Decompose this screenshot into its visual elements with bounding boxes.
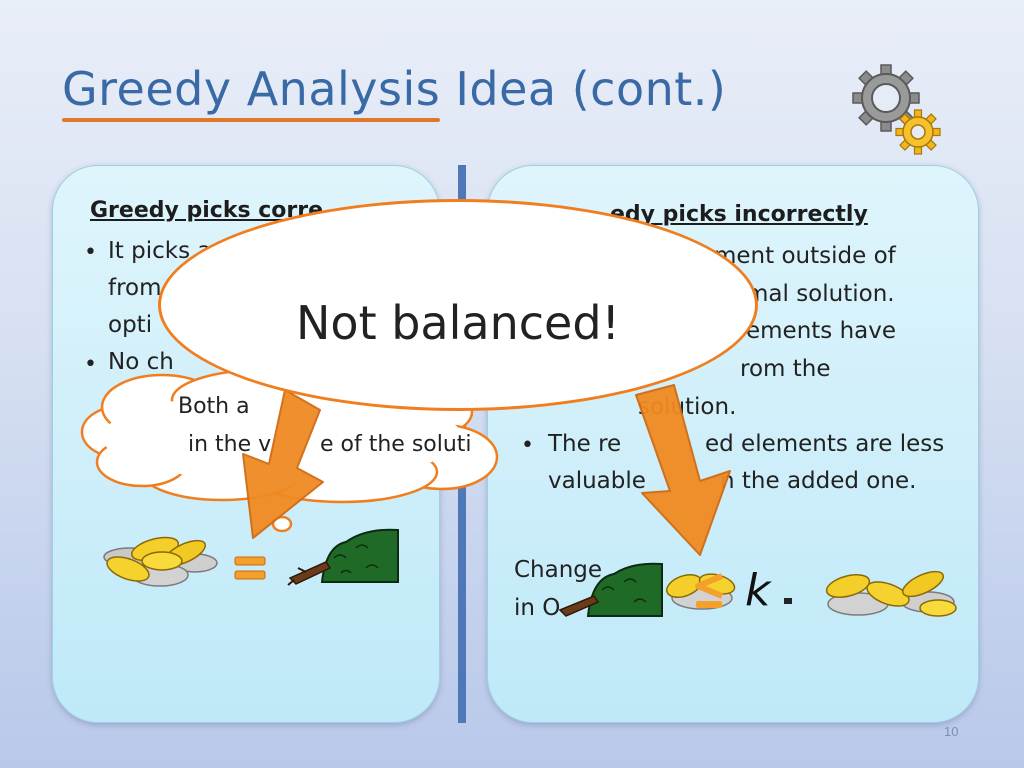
tree-icon [558,562,663,617]
title-underline [62,118,440,122]
right-line-4: rom the [740,356,831,382]
change-label-1: Change [514,557,603,583]
coins-icon [825,570,957,617]
k-symbol: k [745,565,771,616]
left-line-2: from [108,275,162,301]
thought-line-1: Both a [178,394,250,419]
bullet-dot: • [84,352,97,377]
bullet-dot: • [521,433,534,458]
right-line-3: ements have [746,318,897,344]
right-bullet2-line-3: valuable [548,468,646,494]
page-number: 10 [944,724,959,739]
left-line-3: opti [108,312,153,338]
multiply-dot [784,598,792,604]
bullet-dot: • [84,240,97,265]
tree-icon [287,528,399,586]
gear-icon [852,64,941,155]
right-line-2: mal solution. [746,281,895,307]
right-bullet2-line-2: ed elements are less [705,431,945,457]
thought-line-2: in the v [188,432,272,457]
callout-text: Not balanced! [296,296,620,350]
change-label-2: in O [514,595,561,621]
arrow-icon [635,384,731,556]
right-bullet2-line-4: n the added one. [720,468,917,494]
coins-icon [103,536,218,587]
slide-title: Greedy Analysis Idea (cont.) [62,62,727,116]
callout-oval [158,199,758,411]
right-bullet2-line-1: The re [548,431,622,457]
arrow-icon [242,389,324,539]
left-line-4: No ch [108,349,174,375]
thought-line-3: e of the soluti [320,432,472,457]
less-equal-icon [695,573,724,608]
right-heading: edy picks incorrectly [610,202,868,227]
equals-icon [234,556,266,580]
right-line-1: ment outside of [714,243,896,269]
